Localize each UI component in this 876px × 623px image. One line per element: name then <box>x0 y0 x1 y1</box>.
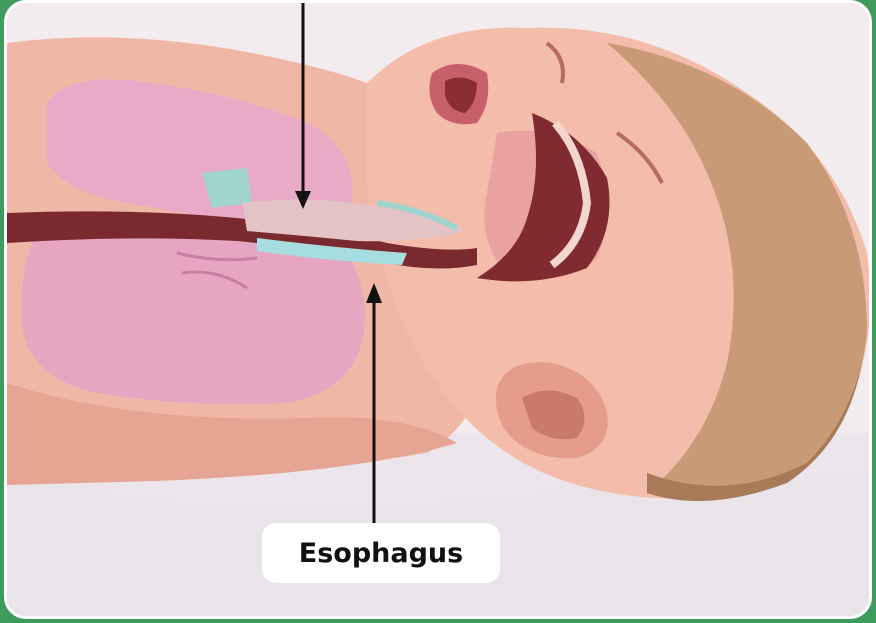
esophagus-label: Esophagus <box>262 523 500 583</box>
illustration-card: Esophagus <box>4 0 872 619</box>
